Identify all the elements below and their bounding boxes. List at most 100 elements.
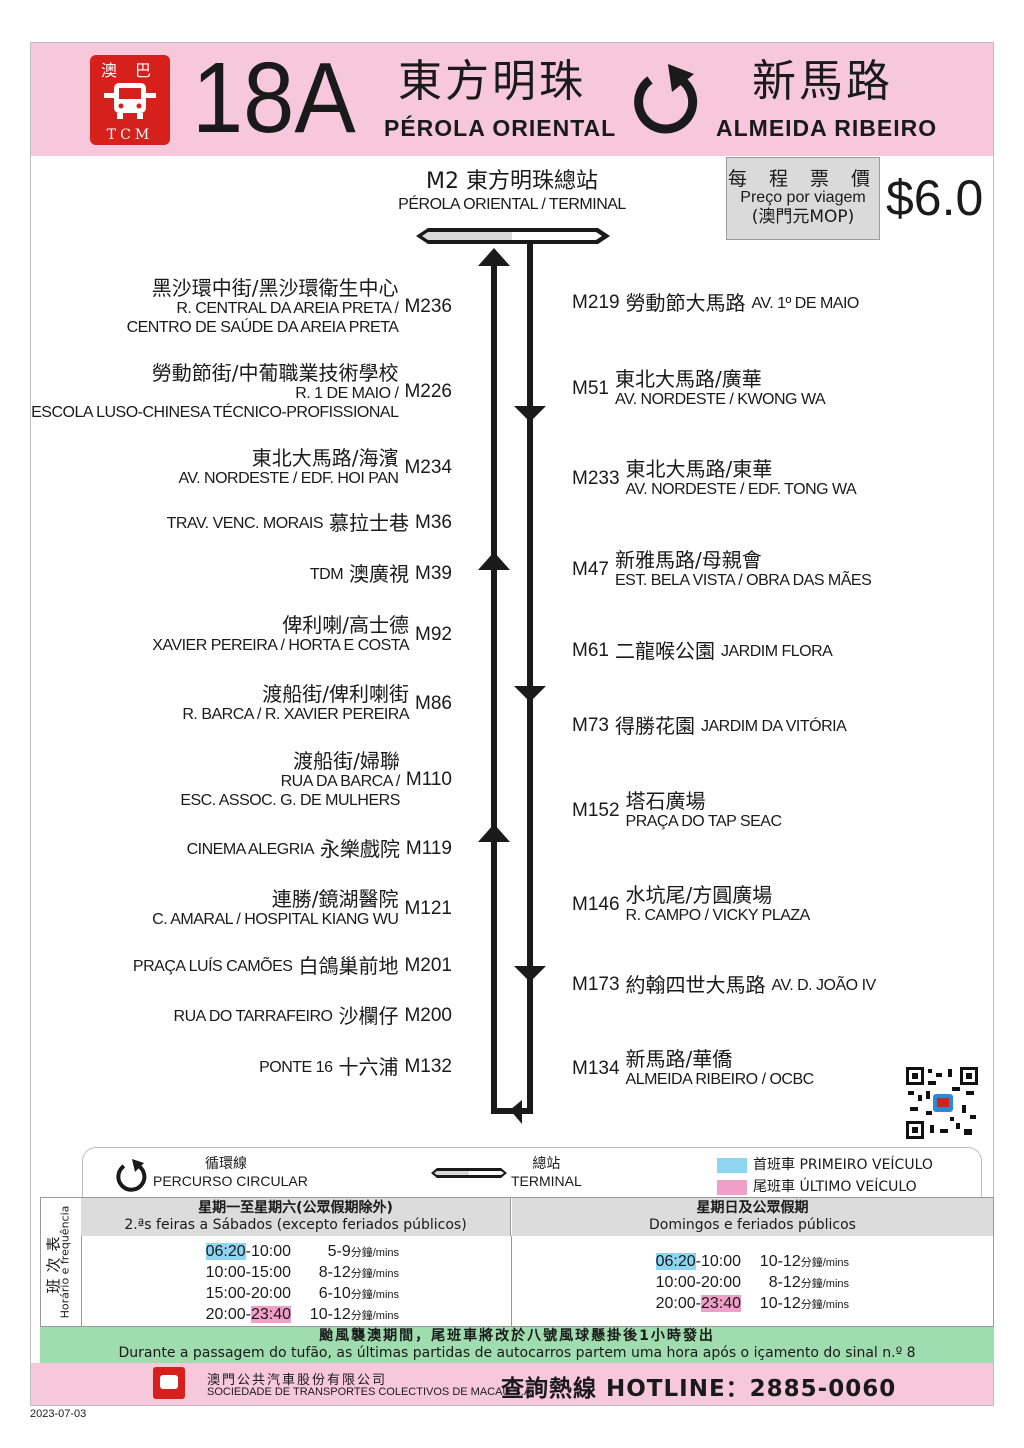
stop-pt: ESCOLA LUSO-CHINESA TÉCNICO-PROFISSIONAL	[31, 404, 399, 421]
fare-title-pt: Preço por viagem	[740, 189, 866, 206]
company-name-pt: SOCIEDADE DE TRANSPORTES COLECTIVOS DE M…	[207, 1386, 535, 1398]
stop-zh: 東北大馬路/東華	[625, 457, 773, 481]
footer-logo-icon	[153, 1367, 185, 1399]
stop-pt: PONTE 16	[259, 1058, 333, 1076]
stop-zh: 二龍喉公園	[614, 639, 715, 663]
timetable-side-label: Horário e frequência 班次表	[41, 1198, 82, 1326]
stop-zh: 十六浦	[338, 1055, 399, 1079]
stop-code: M36	[415, 512, 452, 533]
stop-pt: JARDIM FLORA	[720, 642, 833, 660]
time-range: 10:00-20:00	[655, 1274, 741, 1291]
stop-zh: 塔石廣場	[625, 789, 706, 813]
stop-code: M152	[572, 799, 620, 821]
stop-zh: 白鴿巢前地	[298, 954, 399, 978]
stop-code: M119	[405, 838, 452, 859]
stop-code: M201	[404, 955, 452, 976]
stop-zh: 連勝/鏡湖醫院	[271, 887, 399, 911]
holiday-pt: Domingos e feriados públicos	[649, 1217, 856, 1233]
stop-pt: CENTRO DE SAÚDE DA AREIA PRETA	[126, 319, 399, 336]
stop-M236: 黑沙環中街/黑沙環衛生中心 R. CENTRAL DA AREIA PRETA …	[127, 277, 452, 337]
frequency: 10-12	[759, 1253, 801, 1270]
stop-pt: RUA DO TARRAFEIRO	[173, 1007, 333, 1025]
route-number: 18A	[192, 42, 356, 154]
stop-pt: TRAV. VENC. MORAIS	[166, 514, 324, 532]
stop-code: M234	[404, 456, 452, 478]
stop-code: M110	[405, 769, 452, 790]
first-bus-time: 06:20	[655, 1253, 696, 1270]
stop-zh: 得勝花園	[614, 714, 695, 738]
stop-zh: 東北大馬路/海濱	[251, 446, 399, 470]
time-range: 20:00-	[205, 1306, 251, 1323]
stop-M219: M219 勞動節大馬路 AV. 1º DE MAIO	[572, 292, 859, 314]
stop-M134: M134 新馬路/華僑 ALMEIDA RIBEIRO / OCBC	[572, 1048, 814, 1089]
terminal-pt: PÉROLA ORIENTAL / TERMINAL	[398, 196, 626, 213]
footer: 澳門公共汽車股份有限公司 SOCIEDADE DE TRANSPORTES CO…	[31, 1363, 993, 1405]
stop-M226: 勞動節街/中葡職業技術學校 R. 1 DE MAIO / ESCOLA LUSO…	[31, 362, 452, 422]
stop-code: M61	[572, 640, 609, 661]
stop-pt: AV. NORDESTE / EDF. HOI PAN	[178, 470, 399, 487]
hotline[interactable]: 查詢熱線 HOTLINE：2885-0060	[501, 1376, 897, 1402]
stop-M201: PRAÇA LUÍS CAMÕES 白鴿巢前地 M201	[133, 955, 452, 977]
origin-pt: PÉROLA ORIENTAL	[384, 115, 617, 141]
stop-M47: M47 新雅馬路/母親會 EST. BELA VISTA / OBRA DAS …	[572, 549, 872, 590]
last-bus-label: 尾班車 ÚLTIMO VEÍCULO	[753, 1179, 917, 1195]
stop-code: M132	[404, 1056, 452, 1077]
stop-pt: ALMEIDA RIBEIRO / OCBC	[625, 1071, 815, 1088]
schedule-row: 06:20-10:00 10-12分鐘/mins	[621, 1252, 849, 1273]
stop-code: M226	[404, 381, 452, 402]
stop-M73: M73 得勝花園 JARDIM DA VITÓRIA	[572, 714, 847, 738]
weekday-pt: 2.ªs feiras a Sábados (excepto feriados …	[124, 1217, 467, 1233]
stop-code: M233	[572, 467, 620, 489]
stop-code: M39	[415, 563, 452, 584]
terminal-zh: M2 東方明珠總站	[426, 169, 598, 194]
stop-M132: PONTE 16 十六浦 M132	[259, 1056, 452, 1078]
stop-pt: TDM	[309, 565, 344, 583]
frequency-unit: 分鐘/mins	[800, 1299, 849, 1311]
stop-M233: M233 東北大馬路/東華 AV. NORDESTE / EDF. TONG W…	[572, 457, 857, 499]
first-bus-swatch	[717, 1157, 747, 1173]
stop-M173: M173 約翰四世大馬路 AV. D. JOÃO IV	[572, 974, 876, 996]
fare-currency: (澳門元MOP)	[751, 207, 855, 227]
legend-circular: 循環線 PERCURSO CIRCULAR	[153, 1156, 308, 1190]
frequency: 10-12	[759, 1295, 801, 1312]
timetable-side-zh: 班次表	[44, 1230, 63, 1294]
stop-M146: M146 水坑尾/方圓廣場 R. CAMPO / VICKY PLAZA	[572, 884, 810, 925]
first-bus-label: 首班車 PRIMEIRO VEÍCULO	[753, 1157, 933, 1173]
time-range: -10:00	[695, 1253, 741, 1270]
print-date: 2023-07-03	[30, 1408, 87, 1420]
stop-M152: M152 塔石廣場 PRAÇA DO TAP SEAC	[572, 790, 782, 831]
holiday-schedule: 06:20-10:00 10-12分鐘/mins 10:00-20:00 8-1…	[621, 1252, 849, 1315]
legend-circular-zh: 循環線	[205, 1156, 247, 1172]
frequency-unit: 分鐘/mins	[800, 1257, 849, 1269]
origin-zh: 東方明珠	[398, 56, 586, 107]
notice-zh: 颱風襲澳期間，尾班車將改於八號風球懸掛後1小時發出	[319, 1328, 715, 1344]
schedule-row: 15:00-20:00 6-10分鐘/mins	[171, 1284, 399, 1305]
stop-zh: 沙欄仔	[338, 1004, 399, 1028]
legend-first-last: 首班車 PRIMEIRO VEÍCULO 尾班車 ÚLTIMO VEÍCULO	[717, 1154, 933, 1198]
qr-code-icon[interactable]	[906, 1067, 978, 1139]
typhoon-notice: 颱風襲澳期間，尾班車將改於八號風球懸掛後1小時發出 Durante a pass…	[40, 1327, 994, 1363]
stop-M110: 渡船街/婦聯 RUA DA BARCA / ESC. ASSOC. G. DE …	[180, 750, 452, 810]
schedule-row: 10:00-15:00 8-12分鐘/mins	[171, 1263, 399, 1284]
stop-pt: ESC. ASSOC. G. DE MULHERS	[180, 792, 400, 809]
stop-pt: AV. NORDESTE / KWONG WA	[614, 391, 826, 408]
time-range: 20:00-	[655, 1295, 701, 1312]
schedule-row: 20:00-23:40 10-12分鐘/mins	[171, 1305, 399, 1326]
stop-zh: 渡船街/俾利喇街	[262, 682, 410, 706]
logo-top-text: 澳巴	[100, 61, 169, 80]
stop-zh: 勞動節大馬路	[625, 291, 746, 315]
frequency: 8-12	[768, 1274, 801, 1291]
legend-terminal-pt: TERMINAL	[511, 1173, 582, 1189]
fare-title-zh: 每 程 票 價	[727, 168, 879, 190]
stop-code: M47	[572, 558, 609, 580]
stop-M119: CINEMA ALEGRIA 永樂戲院 M119	[187, 838, 452, 860]
schedule-row: 06:20-10:00 5-9分鐘/mins	[171, 1242, 399, 1263]
stop-zh: 約翰四世大馬路	[625, 973, 766, 997]
weekday-header: 星期一至星期六(公眾假期除外) 2.ªs feiras a Sábados (e…	[81, 1198, 511, 1236]
stop-zh: 水坑尾/方圓廣場	[625, 883, 773, 907]
last-bus-swatch	[717, 1179, 747, 1195]
terminal-label: M2 東方明珠總站 PÉROLA ORIENTAL / TERMINAL	[380, 168, 644, 214]
frequency-unit: 分鐘/mins	[350, 1247, 399, 1259]
stop-code: M73	[572, 715, 609, 736]
